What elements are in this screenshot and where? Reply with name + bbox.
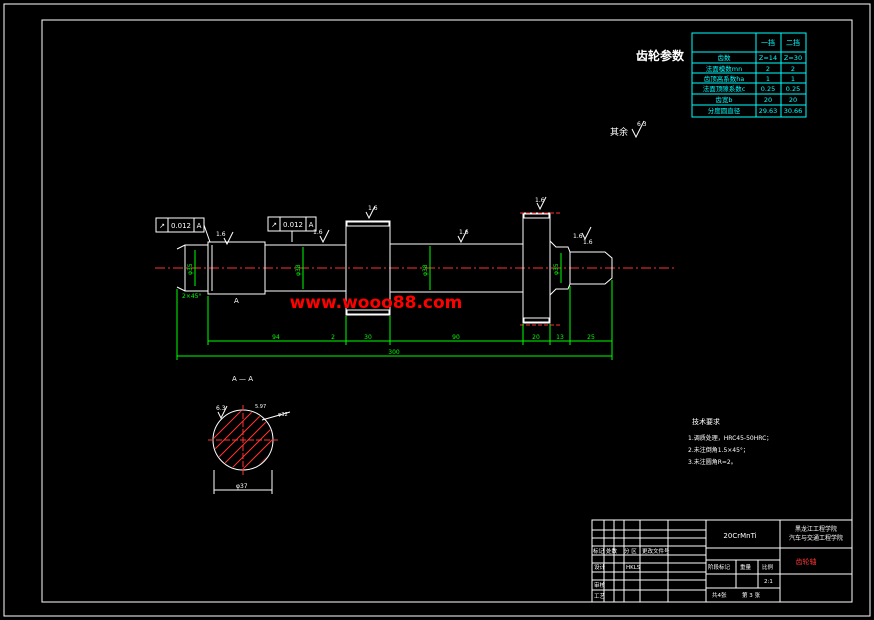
rest-roughness: 其余 6.3 xyxy=(610,120,647,139)
tb-label: 重量 xyxy=(740,563,752,571)
gear-row-label: 分度圆直径 xyxy=(708,106,741,115)
tb-label: 工艺 xyxy=(594,593,606,600)
roughness-value: 1.6 xyxy=(368,205,378,212)
roughness-value: 1.6 xyxy=(573,233,583,240)
designer: HKLS xyxy=(626,565,641,571)
gear-param-table: 齿轮参数 一挡 二挡 齿数 Z=14 Z=30 法面模数mn 2 2 齿顶高系数… xyxy=(636,32,807,118)
runout-icon: ↗ xyxy=(271,221,277,229)
gear-col-1: 一挡 xyxy=(761,38,775,47)
tb-label: 比例 xyxy=(762,563,774,571)
gear-row-val2: 30.66 xyxy=(784,107,803,115)
tb-label: 标记 xyxy=(593,547,605,555)
segment-dim: 94 xyxy=(272,334,280,341)
gear-row-val2: 20 xyxy=(789,96,797,104)
gear-row-val2: 1 xyxy=(791,75,795,83)
gear-row-label: 法面顶隙系数c xyxy=(703,84,746,93)
tolerance-datum: A xyxy=(197,222,202,230)
datum-a-label: A xyxy=(234,297,239,305)
tb-label: 处数 xyxy=(606,547,618,555)
roughness-icon xyxy=(631,120,645,139)
tolerance-value: 0.012 xyxy=(283,221,303,229)
section-roughness: 6.3 xyxy=(216,405,226,412)
part-name: 齿轮轴 xyxy=(796,557,817,566)
rest-roughness-label: 其余 xyxy=(610,126,628,138)
segment-dim: 25 xyxy=(587,334,595,341)
gear-row-val2: Z=30 xyxy=(784,54,802,62)
watermark: www.wooo88.com xyxy=(290,293,463,313)
tb-label: 第 3 张 xyxy=(742,591,760,599)
segment-dim: 13 xyxy=(556,334,564,341)
segment-dim: 2 xyxy=(331,334,335,341)
gear-row-label: 齿顶高系数ha xyxy=(704,74,745,83)
diameter-label: φ35 xyxy=(553,263,560,275)
gear-row-val1: Z=14 xyxy=(759,54,777,62)
inner-frame xyxy=(41,19,853,603)
drawing-number: 20CrMnTi xyxy=(723,532,756,540)
tech-req-item: 3.未注圆角R=2。 xyxy=(688,458,737,466)
section-label: A — A xyxy=(232,375,253,383)
section-diameter: φ37 xyxy=(236,483,248,490)
gear-row-val1: 29.63 xyxy=(759,107,778,115)
tb-label: 设计 xyxy=(594,563,606,571)
length-dims xyxy=(176,280,613,360)
tb-label: 更改文件号 xyxy=(642,547,670,555)
tolerance-datum: A xyxy=(309,221,314,229)
segment-dim: 90 xyxy=(452,334,460,341)
section-offset: 5.97 xyxy=(255,404,266,410)
diameter-label: φ35 xyxy=(187,263,194,275)
gear-row-label: 齿宽b xyxy=(715,95,732,104)
total-length-dim: 300 xyxy=(388,349,400,356)
gear-row-val1: 2 xyxy=(766,65,770,73)
gear-row-val1: 0.25 xyxy=(761,85,775,93)
tb-label: 分 区 xyxy=(624,547,637,555)
school-line-1: 黑龙江工程学院 xyxy=(795,525,837,533)
tech-requirements: 技术要求 1.调质处理，HRC45-50HRC； 2.未注倒角1.5×45°； … xyxy=(688,417,772,466)
tech-req-item: 2.未注倒角1.5×45°； xyxy=(688,446,749,454)
gear-row-val1: 1 xyxy=(766,75,770,83)
tb-label: 审核 xyxy=(594,581,606,589)
gear-row-val2: 2 xyxy=(791,65,795,73)
roughness-value: 1.6 xyxy=(459,229,469,236)
chamfer-label: 2×45° xyxy=(182,293,201,300)
roughness-value: 1.6 xyxy=(535,197,545,204)
tech-req-title: 技术要求 xyxy=(692,417,720,426)
diameter-label: φ38 xyxy=(422,264,429,276)
gear-row-label: 齿数 xyxy=(718,53,732,62)
roughness-value: 1.6 xyxy=(216,231,226,238)
gear-row-label: 法面模数mn xyxy=(706,64,742,73)
diameter-label: φ38 xyxy=(295,264,302,276)
tb-label: 阶段标记 xyxy=(708,563,731,571)
roughness-value: 1.6 xyxy=(313,229,323,236)
segment-dim: 20 xyxy=(532,334,540,341)
tolerance-frame: ↗ 0.012 A xyxy=(267,216,317,242)
tolerance-frame: ↗ 0.012 A xyxy=(155,217,211,243)
gear-row-val2: 0.25 xyxy=(786,85,800,93)
gear-col-2: 二挡 xyxy=(786,38,800,47)
roughness-value: 1.6 xyxy=(583,239,593,246)
scale-value: 2:1 xyxy=(764,579,773,585)
shaft-roughness-marks xyxy=(223,196,592,246)
segment-dim: 30 xyxy=(364,334,372,341)
rest-roughness-value: 6.3 xyxy=(637,121,647,128)
section-spline: φ32 xyxy=(278,412,288,418)
tb-label: 共4张 xyxy=(712,591,727,599)
shaft-outline xyxy=(176,212,613,324)
gear-row-val1: 20 xyxy=(764,96,772,104)
tech-req-item: 1.调质处理，HRC45-50HRC； xyxy=(688,434,772,442)
runout-icon: ↗ xyxy=(159,222,165,230)
outer-frame xyxy=(3,3,871,617)
diameter-dims xyxy=(194,246,562,290)
title-block: 20CrMnTi 黑龙江工程学院 汽车与交通工程学院 齿轮轴 标记 处数 分 区… xyxy=(591,519,853,603)
school-line-2: 汽车与交通工程学院 xyxy=(789,534,843,542)
section-view xyxy=(208,405,291,494)
tolerance-value: 0.012 xyxy=(171,222,191,230)
gear-param-title: 齿轮参数 xyxy=(636,48,685,63)
